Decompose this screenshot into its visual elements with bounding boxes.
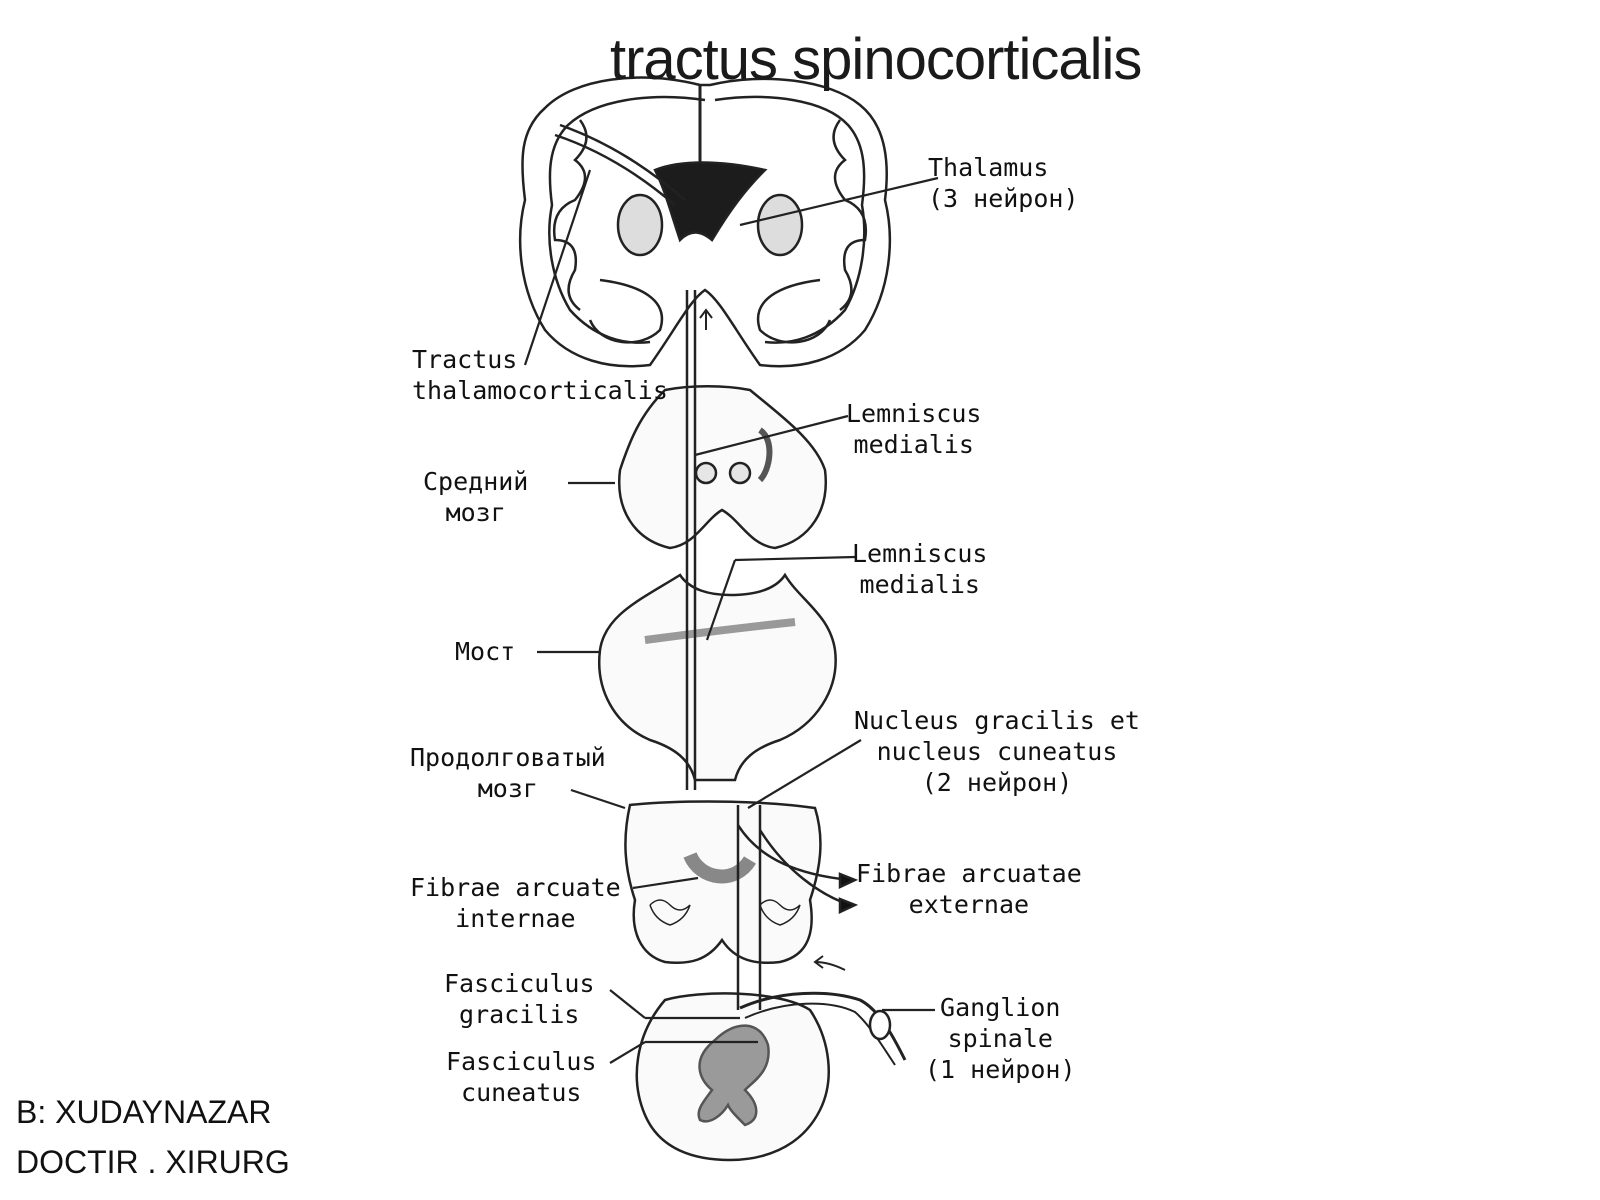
- pathway-gracilis: [736, 805, 762, 1010]
- dorsal-root: [739, 991, 907, 1061]
- red-nucleus-right: [728, 461, 752, 485]
- arcuate-arrowheads: [838, 872, 859, 914]
- label-thalamus: Thalamus(3 нейрон): [928, 153, 1079, 213]
- brain-gyri: [552, 119, 868, 311]
- brain-outline: [518, 76, 892, 368]
- temporal-lobe-left: [588, 278, 664, 344]
- arrow-up: [699, 308, 713, 330]
- leader-lines: [523, 169, 939, 1064]
- substantia-nigra: [757, 427, 773, 483]
- ganglion-body: [868, 1009, 892, 1041]
- thalamus-shape: [653, 161, 768, 243]
- olive-left: [649, 899, 691, 926]
- dorsal-root-2: [744, 1002, 896, 1066]
- pons-outline: [597, 572, 837, 782]
- pons-fibres: [644, 618, 796, 644]
- arrow-arc: [813, 955, 846, 971]
- thalamus-left: [616, 193, 664, 257]
- credit-line-1: B: XUDAYNAZAR: [16, 1094, 272, 1130]
- diagram-title: tractus spinocorticalis: [610, 27, 1142, 92]
- red-nucleus-left: [694, 461, 718, 485]
- thalamus-right: [756, 193, 804, 257]
- pathway-central: [685, 290, 697, 790]
- spinal-grey-matter: [697, 1024, 770, 1127]
- temporal-lobe-right: [756, 278, 832, 344]
- medial-lemniscus-decussation: [683, 851, 756, 884]
- olive-right: [759, 899, 801, 926]
- pathway-thalamocortical: [554, 123, 686, 206]
- midbrain-outline: [617, 385, 828, 550]
- label-most: Мост: [455, 637, 516, 666]
- credit-line-2: DOCTIR . XIRURG: [16, 1144, 290, 1180]
